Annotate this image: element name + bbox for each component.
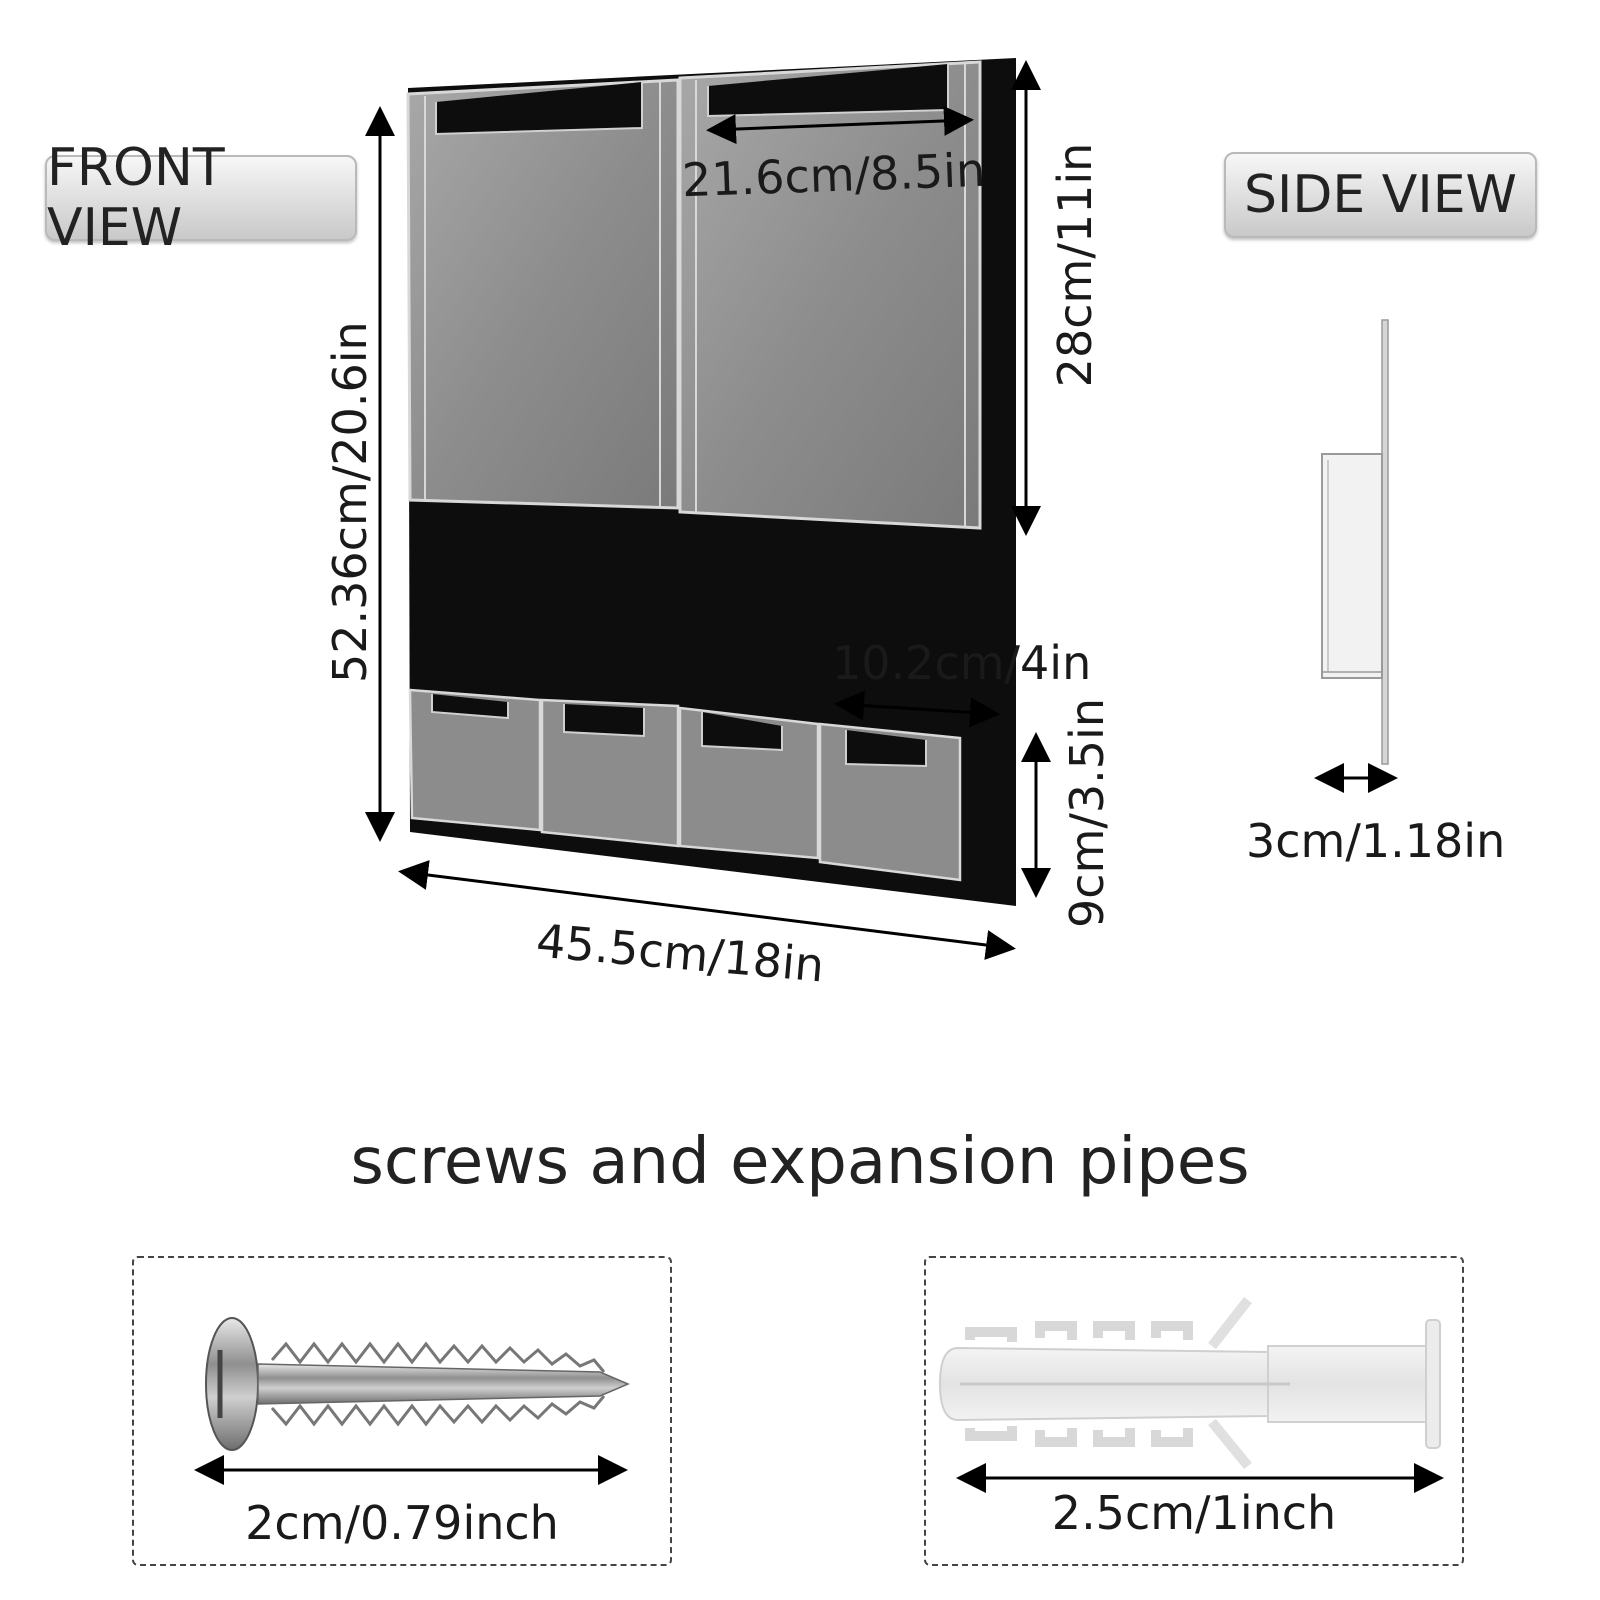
large-pocket-left	[406, 78, 680, 510]
total-height-label: 52.36cm/20.6in	[323, 321, 377, 683]
depth-label: 3cm/1.18in	[1246, 814, 1506, 868]
small-pocket-width-arrow	[834, 690, 1000, 728]
front-view-label: FRONT VIEW	[45, 138, 357, 258]
small-pocket-4	[818, 722, 962, 882]
small-pocket-3	[678, 706, 820, 860]
pocket-width-arrow	[706, 105, 974, 145]
small-pocket-2	[540, 698, 680, 848]
side-view-label: SIDE VIEW	[1224, 152, 1537, 238]
side-view-drawing	[1321, 319, 1389, 765]
small-pocket-1	[408, 688, 542, 832]
pocket-height-label: 28cm/11in	[1048, 142, 1102, 388]
anchor-box	[924, 1256, 1464, 1566]
small-pocket-width-label: 10.2cm/4in	[832, 636, 1092, 690]
screw-length-label: 2cm/0.79inch	[245, 1496, 559, 1550]
total-width-arrow	[398, 860, 1016, 960]
anchor-length-label: 2.5cm/1inch	[1051, 1486, 1337, 1540]
large-pocket-right	[678, 60, 982, 530]
screw-image	[205, 1317, 630, 1451]
anchor-image	[938, 1296, 1441, 1470]
accessories-title: screws and expansion pipes	[350, 1125, 1250, 1199]
pocket-width-label: 21.6cm/8.5in	[681, 142, 986, 208]
screw-box	[132, 1256, 672, 1566]
small-pocket-height-label: 9cm/3.5in	[1060, 698, 1114, 928]
